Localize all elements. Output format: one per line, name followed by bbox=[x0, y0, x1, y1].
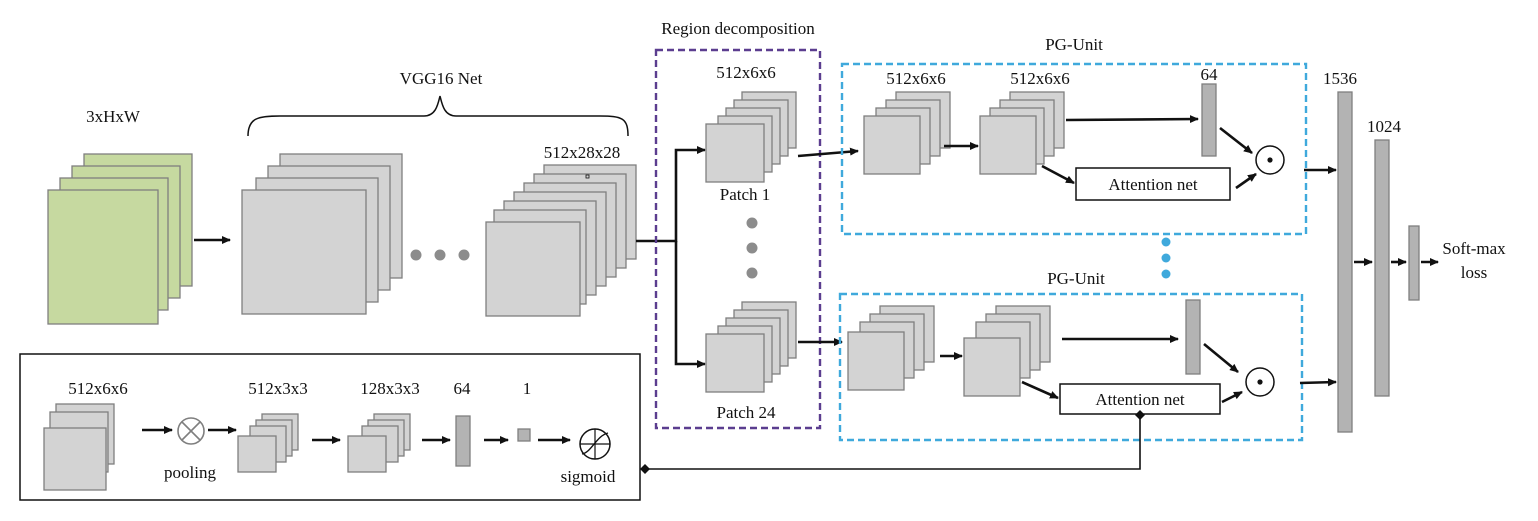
inset-input-stack bbox=[43, 403, 115, 491]
attention-net-top bbox=[1075, 167, 1231, 201]
fc-1536-label: 1536 bbox=[1323, 69, 1357, 88]
inset-dim5-label: 1 bbox=[523, 379, 532, 398]
patch-ellipsis-dots bbox=[746, 217, 758, 279]
pg-top-dim1-label: 512x6x6 bbox=[886, 69, 946, 88]
pooling-icon bbox=[177, 417, 205, 445]
attention-net-bottom bbox=[1059, 383, 1221, 415]
region-decomposition-title: Region decomposition bbox=[661, 19, 815, 38]
arrow-pg-bottom-to-attention bbox=[1021, 380, 1059, 400]
fc-1024-bar bbox=[1374, 139, 1390, 397]
arrow-pg-bottom-to-fc bbox=[1299, 378, 1337, 387]
inset-vector-64 bbox=[455, 415, 471, 467]
patch1-stack bbox=[705, 91, 797, 183]
elementwise-product-top-icon bbox=[1255, 145, 1285, 175]
inset-scalar-1 bbox=[517, 428, 531, 442]
fc-1536-bar bbox=[1337, 91, 1353, 433]
elementwise-product-bottom-icon bbox=[1245, 367, 1275, 397]
arrow-attention-to-product-bottom bbox=[1221, 390, 1243, 404]
region-decomposition-box bbox=[654, 48, 822, 430]
pg-top-dim2-label: 512x6x6 bbox=[1010, 69, 1070, 88]
pg-unit-bottom-box bbox=[838, 292, 1304, 442]
vgg-brace bbox=[247, 95, 629, 137]
vgg-feature-stack-2 bbox=[485, 164, 637, 317]
softmax-label-line2: loss bbox=[1461, 263, 1487, 282]
vgg-title: VGG16 Net bbox=[400, 69, 483, 88]
arrow-pg-top-to-vector bbox=[1065, 115, 1199, 124]
pg-unit-top-box bbox=[840, 62, 1308, 236]
patch1-label: Patch 1 bbox=[720, 185, 771, 204]
vgg-output-dim-label: 512x28x28 bbox=[544, 143, 621, 162]
arrow-pg-top-to-attention bbox=[1041, 164, 1075, 185]
attention-net-detail-box bbox=[19, 353, 641, 501]
pg-top-vec-label: 64 bbox=[1201, 65, 1219, 84]
connector-diamond-right bbox=[1135, 410, 1145, 420]
pg-unit-top-title: PG-Unit bbox=[1045, 35, 1103, 54]
arrow-vector-to-product-top bbox=[1219, 126, 1253, 155]
patch24-label: Patch 24 bbox=[716, 403, 776, 422]
patch24-stack bbox=[705, 301, 797, 393]
arrow-vgg-to-patch24 bbox=[674, 241, 706, 368]
connector-diamond-left bbox=[640, 464, 650, 474]
pg-bottom-input-stack bbox=[847, 305, 935, 391]
pg-unit-bottom-title: PG-Unit bbox=[1047, 269, 1105, 288]
arrow-vgg-to-patch1 bbox=[636, 146, 706, 243]
inset-to-attention-connector bbox=[644, 418, 1141, 470]
output-bar bbox=[1408, 225, 1420, 301]
arrow-vector-to-product-bottom bbox=[1203, 342, 1239, 374]
inset-pooled-stack bbox=[237, 413, 299, 473]
attention-net-bottom-label: Attention net bbox=[1095, 390, 1185, 409]
softmax-label-line1: Soft-max bbox=[1442, 239, 1506, 258]
pg-top-conv-stack bbox=[979, 91, 1065, 175]
arrow-patch1-to-pgunit bbox=[797, 147, 859, 158]
input-dim-label: 3xHxW bbox=[86, 107, 141, 126]
inset-dim2-label: 512x3x3 bbox=[248, 379, 308, 398]
vgg-ellipsis-dots bbox=[410, 249, 470, 261]
pg-bottom-conv-stack bbox=[963, 305, 1051, 397]
sigmoid-icon bbox=[579, 428, 611, 460]
vgg-feature-stack-1 bbox=[241, 153, 403, 315]
inset-conv-stack bbox=[347, 413, 411, 473]
inset-dim4-label: 64 bbox=[454, 379, 472, 398]
sigmoid-label: sigmoid bbox=[561, 467, 616, 486]
arrow-attention-to-product-top bbox=[1235, 172, 1257, 190]
inset-dim1-label: 512x6x6 bbox=[68, 379, 128, 398]
fc-1024-label: 1024 bbox=[1367, 117, 1402, 136]
pg-unit-ellipsis-dots bbox=[1161, 237, 1171, 279]
pooling-label: pooling bbox=[164, 463, 216, 482]
pg-bottom-vector bbox=[1185, 299, 1201, 375]
pg-top-vector bbox=[1201, 83, 1217, 157]
patch-dim-label: 512x6x6 bbox=[716, 63, 776, 82]
inset-dim3-label: 128x3x3 bbox=[360, 379, 420, 398]
attention-net-top-label: Attention net bbox=[1108, 175, 1198, 194]
pg-top-input-stack bbox=[863, 91, 951, 175]
input-feature-stack bbox=[47, 153, 193, 325]
